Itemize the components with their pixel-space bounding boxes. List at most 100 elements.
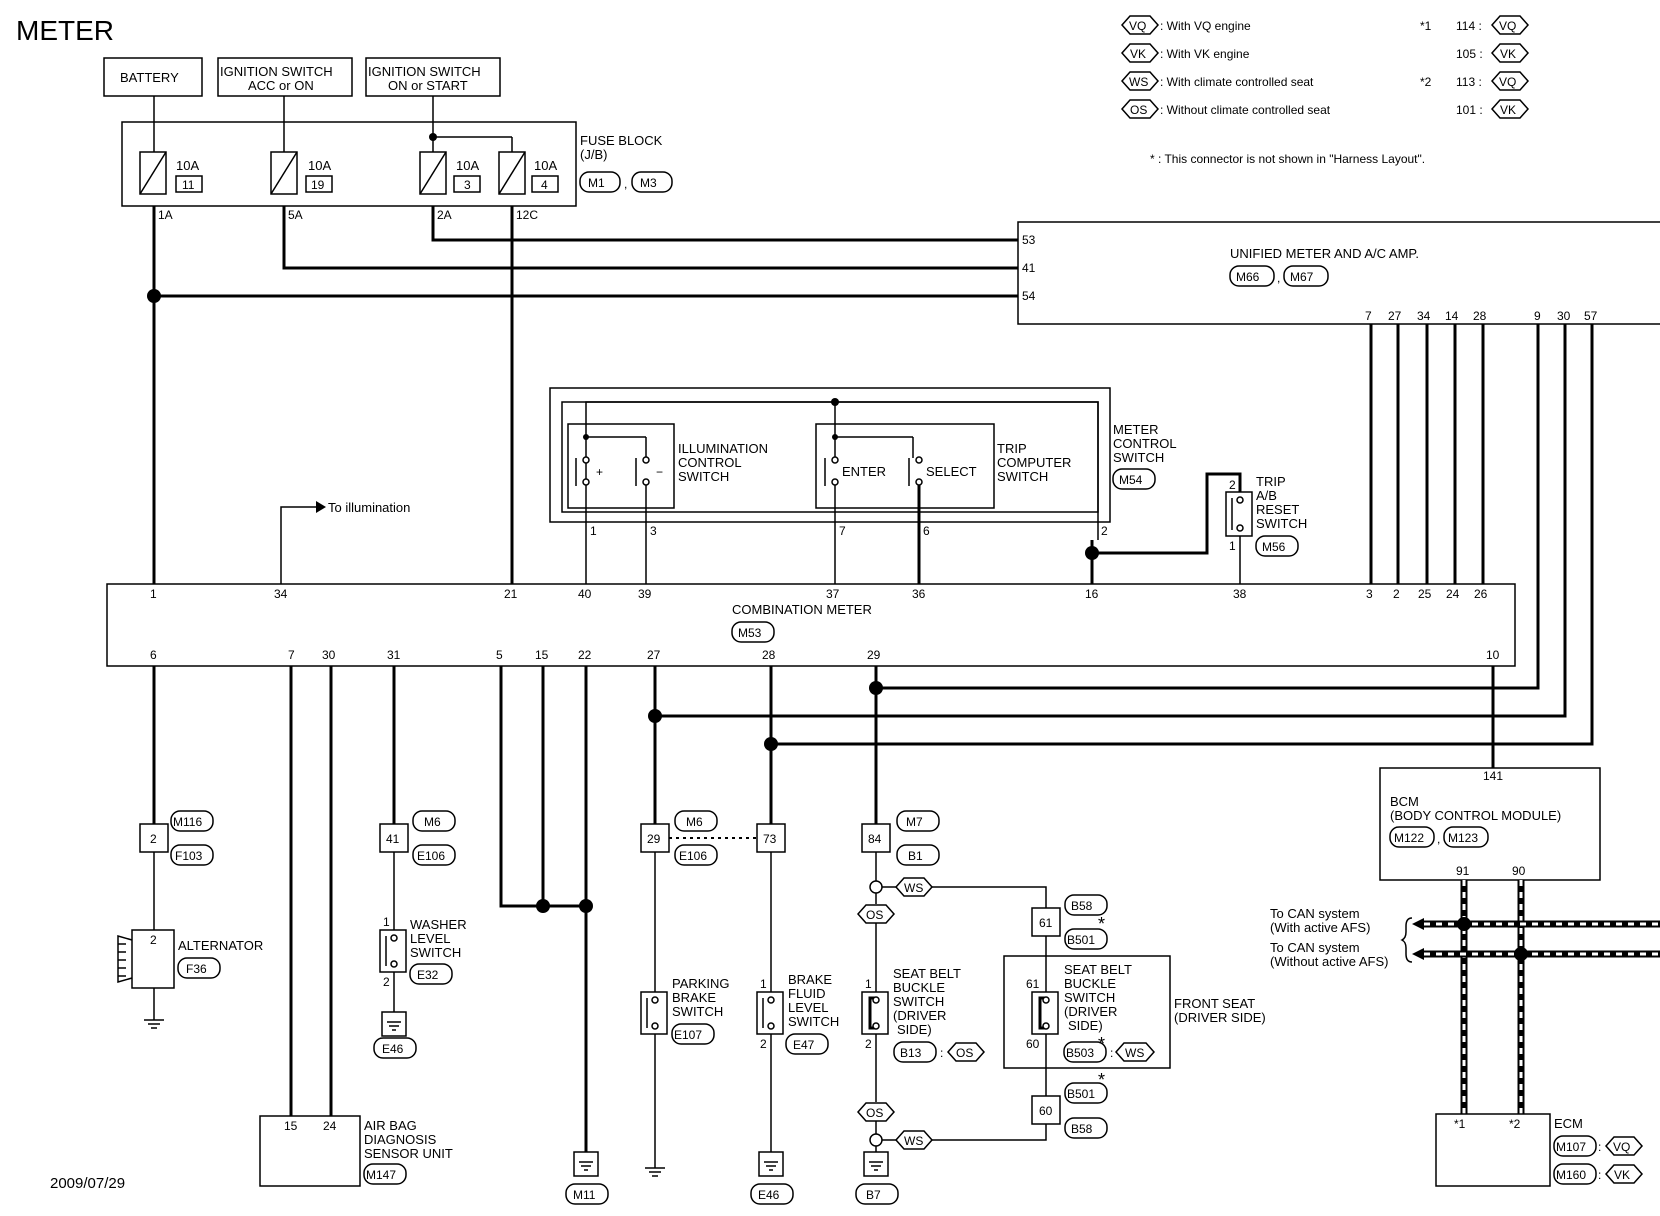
meter-switch-pin-1: 1	[590, 524, 597, 538]
airbag-pin-15: 15	[284, 1119, 298, 1133]
fuse-3-num: 3	[464, 178, 471, 192]
seatbelt-label-3: SWITCH	[893, 994, 944, 1009]
fuse-4-pin: 12C	[516, 208, 538, 222]
seatbelt-ground-conn: B7	[866, 1188, 881, 1202]
trip-label-3: SWITCH	[997, 469, 1048, 484]
bcm-conn-2: M123	[1448, 831, 1478, 845]
combination-meter-conn: M53	[738, 626, 762, 640]
seatbelt-ground	[855, 1151, 899, 1205]
front-seat-sw-4: (DRIVER	[1064, 1004, 1117, 1019]
page-title: METER	[16, 15, 114, 46]
brake-fluid-pin-2: 2	[760, 1037, 767, 1051]
front-seat-star-bottom: *	[1098, 1070, 1105, 1090]
brake-fluid-conn: E47	[793, 1038, 815, 1052]
fuse-11-pin: 1A	[158, 208, 173, 222]
amp-pin-54: 54	[1022, 289, 1036, 303]
parking-label-3: SWITCH	[672, 1004, 723, 1019]
ecm	[1435, 1113, 1551, 1187]
bcm-pin-91: 91	[1456, 864, 1470, 878]
bcm-pin-90: 90	[1512, 864, 1526, 878]
brake-fluid-ground	[750, 1151, 794, 1205]
fuse-19: 10A 19 5A	[270, 151, 333, 222]
front-seat-jc-top-a: B58	[1071, 899, 1093, 913]
brake-fluid-jc-pin: 73	[763, 832, 777, 846]
amp-conn-2: M67	[1290, 270, 1314, 284]
fuse-3-amp: 10A	[456, 158, 479, 173]
ecm-conn-2: M160	[1556, 1168, 1586, 1182]
seatbelt-label-1: SEAT BELT	[893, 966, 961, 981]
parking-label-2: BRAKE	[672, 990, 716, 1005]
legend-num-101: 101 :	[1456, 103, 1483, 117]
legend-num-113-tag: VQ	[1499, 75, 1516, 89]
can-label-1b: (With active AFS)	[1270, 920, 1370, 935]
trip-reset-switch	[1225, 491, 1253, 584]
front-seat-jc-bot-a: B501	[1067, 1087, 1095, 1101]
airbag-label-2: DIAGNOSIS	[364, 1132, 437, 1147]
amp-pin-34: 34	[1417, 309, 1431, 323]
front-seat-tag: WS	[1125, 1046, 1144, 1060]
combination-meter-name: COMBINATION METER	[732, 602, 872, 617]
meter-pin-7: 7	[288, 648, 295, 662]
seatbelt-ws-bottom: WS	[904, 1134, 923, 1148]
brake-fluid-label-2: FLUID	[788, 986, 826, 1001]
meter-pin-6: 6	[150, 648, 157, 662]
legend-num-105: 105 :	[1456, 47, 1483, 61]
ecm-pin-2: *2	[1509, 1117, 1521, 1131]
ecm-name: ECM	[1554, 1116, 1583, 1131]
enter-switch-contact: ENTER	[824, 456, 886, 486]
ecm-colon-1: :	[1598, 1140, 1601, 1154]
illum-label-3: SWITCH	[678, 469, 729, 484]
fuse-11: 10A 11 1A	[139, 151, 203, 222]
legend: VQ : With VQ engine VK : With VK engine …	[1120, 15, 1530, 166]
meter-switch-pin-6: 6	[923, 524, 930, 538]
seatbelt-colon: :	[940, 1046, 943, 1060]
seatbelt-jc-top: M7	[906, 815, 923, 829]
ecm-pin-1: *1	[1454, 1117, 1466, 1131]
alternator-jc-top: M116	[173, 815, 202, 829]
parking-jc-top: M6	[686, 815, 703, 829]
legend-num-114-tag: VQ	[1499, 19, 1516, 33]
bcm-name-1: BCM	[1390, 794, 1419, 809]
legend-num-105-tag: VK	[1500, 47, 1516, 61]
meter-switch-pin-7: 7	[839, 524, 846, 538]
meter-pin-30: 30	[322, 648, 336, 662]
meter-pin-36: 36	[912, 587, 926, 601]
ecm-conn-1: M107	[1556, 1140, 1586, 1154]
washer-level-switch	[379, 929, 407, 973]
amp-box	[1017, 221, 1660, 325]
fuse-19-amp: 10A	[308, 158, 331, 173]
meter-pin-1: 1	[150, 587, 157, 601]
airbag-unit	[259, 1115, 361, 1187]
fuse-3-pin: 2A	[437, 208, 452, 222]
front-seat-sw-5: SIDE)	[1068, 1018, 1103, 1033]
can-label-2b: (Without active AFS)	[1270, 954, 1388, 969]
reset-label-4: SWITCH	[1256, 516, 1307, 531]
fuse-block-label-2: (J/B)	[580, 147, 607, 162]
amp-pin-30: 30	[1557, 309, 1571, 323]
front-seat-label-2: (DRIVER SIDE)	[1174, 1010, 1266, 1025]
illum-label-2: CONTROL	[678, 455, 742, 470]
legend-os-text: : Without climate controlled seat	[1160, 103, 1331, 117]
meter-switch-label-1: METER	[1113, 422, 1159, 437]
alternator-jc-pin: 2	[150, 832, 157, 846]
ignition-on-label-2: ON or START	[388, 78, 468, 93]
seatbelt-os-top: OS	[866, 908, 883, 922]
front-seat-jc-bot-b: B58	[1071, 1122, 1093, 1136]
amp-pin-9: 9	[1534, 309, 1541, 323]
amp-pin-57: 57	[1584, 309, 1598, 323]
meter-pin-24: 24	[1446, 587, 1460, 601]
bcm-sep: ,	[1437, 832, 1440, 846]
airbag-label-3: SENSOR UNIT	[364, 1146, 453, 1161]
illum-label-1: ILLUMINATION	[678, 441, 768, 456]
reset-pin-bottom: 1	[1229, 539, 1236, 553]
fuse-11-num: 11	[182, 178, 195, 192]
select-switch-contact: SELECT	[908, 456, 977, 486]
meter-pin-16: 16	[1085, 587, 1099, 601]
reset-pin-top: 2	[1229, 478, 1236, 492]
airbag-pin-24: 24	[323, 1119, 337, 1133]
ecm-tag-2: VK	[1614, 1168, 1630, 1182]
meter-pin-2: 2	[1393, 587, 1400, 601]
trip-computer-switch	[815, 423, 995, 509]
legend-mark-2: *2	[1420, 75, 1432, 89]
